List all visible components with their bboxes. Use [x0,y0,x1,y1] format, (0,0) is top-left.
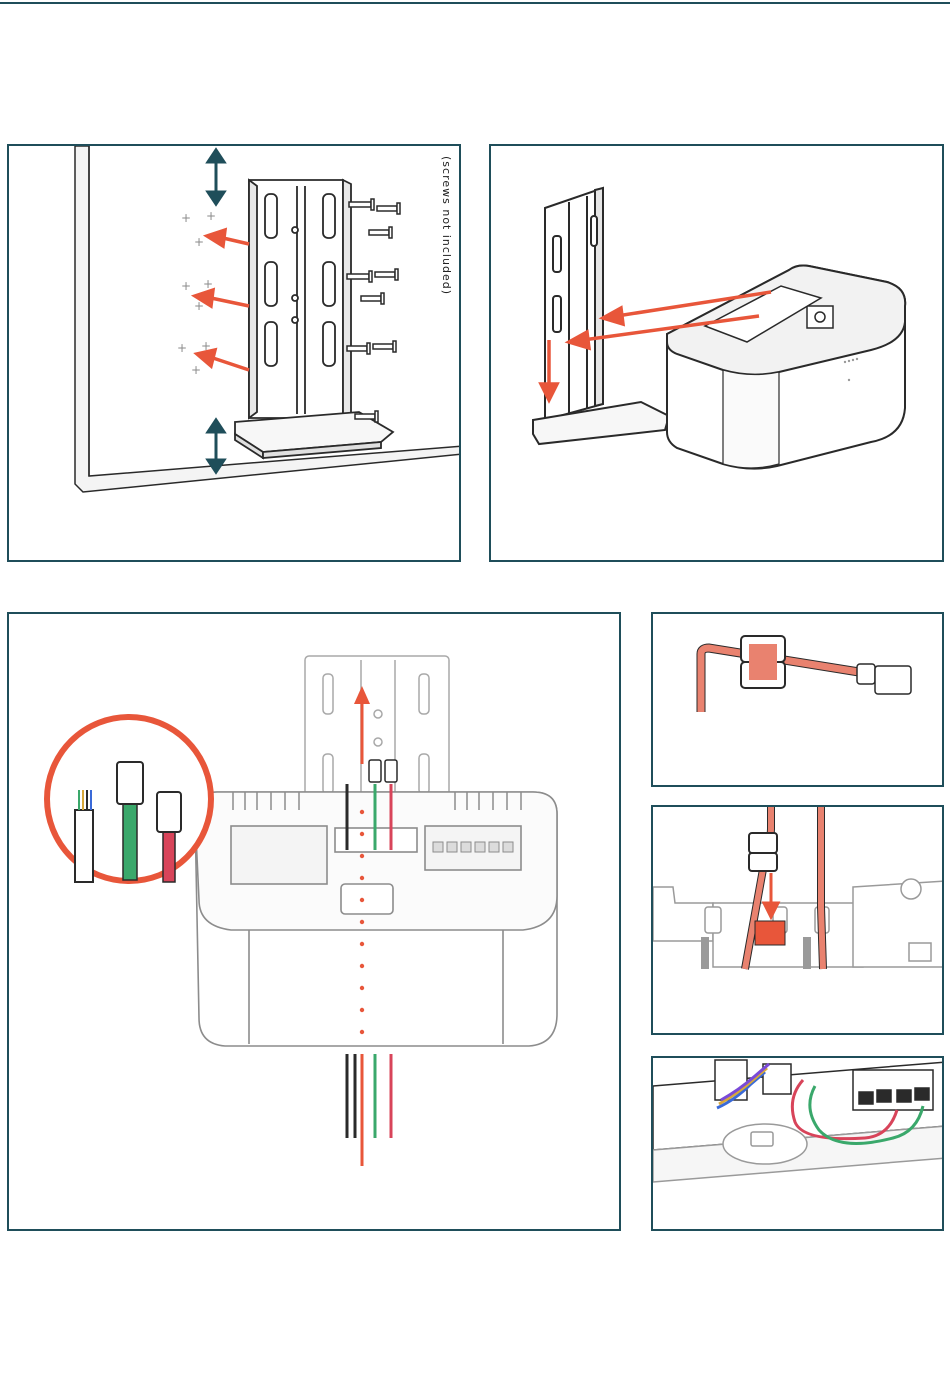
screws [347,199,400,422]
ferrite-core [741,636,785,688]
panel-wall-mount: +++ +++ +++ (screws not included) [7,144,461,562]
target-slot [755,921,785,945]
housing-outline [653,879,944,967]
svg-text:+: + [181,211,191,225]
cable-detail-callout [47,717,211,882]
svg-text:+: + [181,279,191,293]
top-clearance-arrow [208,150,224,204]
panel-cable-routing [7,612,621,1231]
cable-routing-illustration [9,614,621,1231]
svg-text:+: + [191,363,201,377]
rj45-plug [857,664,911,694]
wall-mount-illustration: +++ +++ +++ [9,146,461,562]
attach-unit-illustration [491,146,944,562]
ethernet-cable-loop-out [821,807,823,969]
top-rule [0,2,950,4]
connections-illustration [653,1058,944,1231]
panel-attach-unit [489,144,944,562]
panel-connections [651,1056,944,1231]
panel-ferrite-clip [651,612,944,787]
svg-text:+: + [177,341,187,355]
ferrite-placement-illustration [653,807,944,1035]
ferrite-core [749,833,777,871]
bottom-clearance-arrow [208,420,224,472]
ferrite-clip-illustration [653,614,944,787]
screws-note: (screws not included) [440,156,453,295]
insert-arrow [764,873,778,917]
svg-text:+: + [194,235,204,249]
battery-unit [667,266,905,469]
svg-text:+: + [206,209,216,223]
panel-ferrite-placement [651,805,944,1035]
bracket-side-view [533,188,669,444]
